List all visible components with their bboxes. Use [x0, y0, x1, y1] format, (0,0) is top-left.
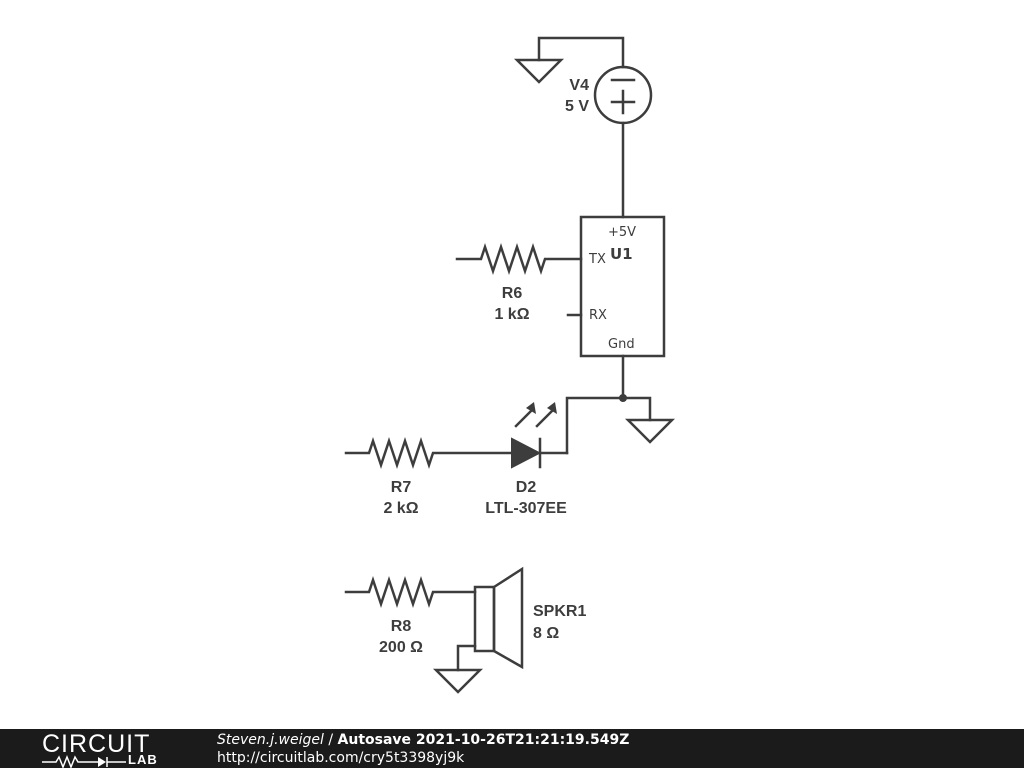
r7-ref-label: R7	[391, 479, 412, 496]
r8-value-label: 200 Ω	[379, 639, 423, 656]
spkr1-value-label: 8 Ω	[533, 625, 559, 642]
logo-text-lab: LAB	[128, 752, 158, 767]
led-arrow-2	[535, 408, 555, 428]
circuit-url[interactable]: http://circuitlab.com/cry5t3398yj9k	[217, 750, 465, 766]
resistor-r6[interactable]: R6 1 kΩ	[455, 243, 583, 323]
v4-ref-label: V4	[569, 77, 589, 94]
r6-zigzag	[455, 243, 583, 275]
u1-pin-rx: RX	[589, 308, 607, 323]
d2-ref-label: D2	[516, 479, 537, 496]
ground-net-u1	[565, 354, 676, 455]
u1-pin-gnd: Gnd	[608, 337, 635, 352]
led-triangle	[511, 437, 542, 469]
led-arrowhead-2	[547, 402, 557, 414]
r6-value-label: 1 kΩ	[494, 306, 529, 323]
u1-ref-label: U1	[610, 245, 633, 263]
speaker-spkr1[interactable]: SPKR1 8 Ω	[432, 566, 586, 694]
voltage-source-v4[interactable]: V4 5 V	[513, 36, 653, 219]
ground-symbol-mid	[624, 418, 676, 444]
r7-zigzag	[344, 437, 514, 469]
title-separator: /	[323, 732, 338, 748]
circuit-title: Autosave 2021-10-26T21:21:19.549Z	[337, 732, 630, 748]
r7-value-label: 2 kΩ	[383, 500, 418, 517]
spkr1-ref-label: SPKR1	[533, 603, 586, 620]
circuitlab-logo[interactable]: CIRCUIT LAB	[42, 730, 182, 769]
author-name[interactable]: Steven.j.weigel	[217, 732, 324, 748]
r8-zigzag	[344, 576, 477, 608]
u1-pin-power: +5V	[608, 225, 636, 240]
ground-symbol-bottom	[432, 668, 484, 694]
footer-title-line: Steven.j.weigel / Autosave 2021-10-26T21…	[217, 731, 629, 749]
logo-resistor-diode-icon	[42, 755, 126, 769]
footer-info: Steven.j.weigel / Autosave 2021-10-26T21…	[217, 731, 629, 767]
led-d2[interactable]: D2 LTL-307EE	[485, 402, 569, 517]
wire-v4-ground	[537, 36, 625, 69]
resistor-r7[interactable]: R7 2 kΩ	[344, 437, 514, 517]
d2-value-label: LTL-307EE	[485, 500, 567, 517]
led-arrowhead-1	[526, 402, 536, 414]
wire-spkr-gnd	[456, 644, 477, 672]
speaker-body	[473, 585, 496, 653]
v4-value-label: 5 V	[565, 98, 589, 115]
speaker-cone	[492, 566, 524, 670]
junction-dot	[619, 394, 627, 402]
footer-bar: CIRCUIT LAB Steven.j.weigel / Autosave 2…	[0, 729, 1024, 769]
circuit-schematic: V4 5 V +5V U1 TX RX Gnd R6 1 kΩ R7 2 kΩ	[344, 36, 676, 694]
wire-gnd-bus	[565, 396, 652, 455]
ground-symbol-top	[513, 58, 565, 84]
module-u1[interactable]: +5V U1 TX RX Gnd	[566, 215, 666, 358]
u1-pin-tx: TX	[588, 252, 606, 267]
logo-text-circuit: CIRCUIT	[42, 730, 151, 758]
r6-ref-label: R6	[502, 285, 523, 302]
led-arrow-1	[514, 408, 534, 428]
resistor-r8[interactable]: R8 200 Ω	[344, 576, 477, 656]
r8-ref-label: R8	[391, 618, 412, 635]
